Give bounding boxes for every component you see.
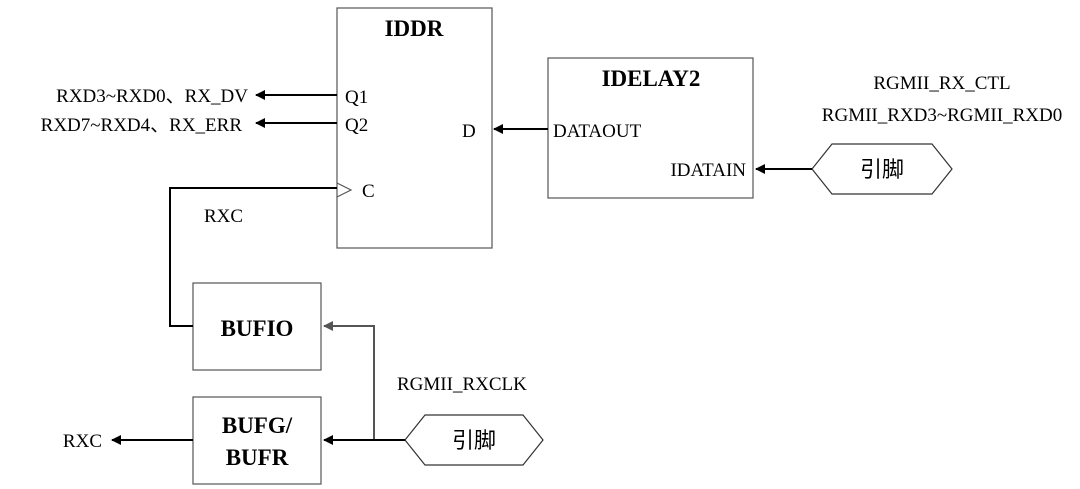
idelay2-block: IDELAY2 DATAOUT IDATAIN [547, 57, 754, 199]
clock-pin-label: 引脚 [452, 429, 496, 454]
clock-pin: 引脚 [404, 414, 544, 466]
bufg-title-line1: BUFG/ [222, 413, 293, 438]
bufio-box [192, 282, 322, 371]
iddr-c-port: C [362, 181, 375, 202]
iddr-box [336, 7, 493, 249]
idelay2-dataout-port: DATAOUT [553, 121, 642, 142]
rgmii-ctl-label: RGMII_RX_CTL [873, 73, 1010, 94]
idelay2-idatain-port: IDATAIN [670, 160, 746, 181]
idelay2-box [547, 57, 754, 199]
idelay2-title: IDELAY2 [602, 66, 701, 91]
bufio-block: BUFIO [192, 282, 322, 371]
clock-pin-hexagon [404, 414, 544, 466]
data-pin: 引脚 [811, 143, 953, 195]
bufg-title-line2: BUFR [226, 445, 289, 470]
data-pin-hexagon [811, 143, 953, 195]
iddr-title: IDDR [385, 16, 444, 41]
iddr-clock-triangle [336, 182, 353, 198]
rxclk-to-bufio-arrow [323, 321, 405, 441]
bufio-to-iddr-clock-wire [169, 187, 337, 327]
data-pin-label: 引脚 [860, 158, 904, 183]
bufg-block: BUFG/ BUFR [192, 396, 322, 485]
q2-output-label: RXD7~RXD4、RX_ERR [41, 115, 243, 136]
iddr-d-port: D [462, 121, 476, 142]
iddr-q1-port: Q1 [345, 87, 368, 108]
rxc-output-label: RXC [63, 431, 102, 452]
bufg-box [192, 396, 322, 485]
rgmii-rxclk-label: RGMII_RXCLK [397, 374, 527, 395]
bufio-title: BUFIO [221, 316, 294, 341]
iddr-q2-port: Q2 [345, 115, 368, 136]
rgmii-rxd-label: RGMII_RXD3~RGMII_RXD0 [822, 105, 1062, 126]
q1-output-label: RXD3~RXD0、RX_DV [56, 86, 248, 107]
iddr-block: IDDR Q1 Q2 D C [336, 7, 493, 249]
rxc-internal-label: RXC [204, 206, 243, 227]
